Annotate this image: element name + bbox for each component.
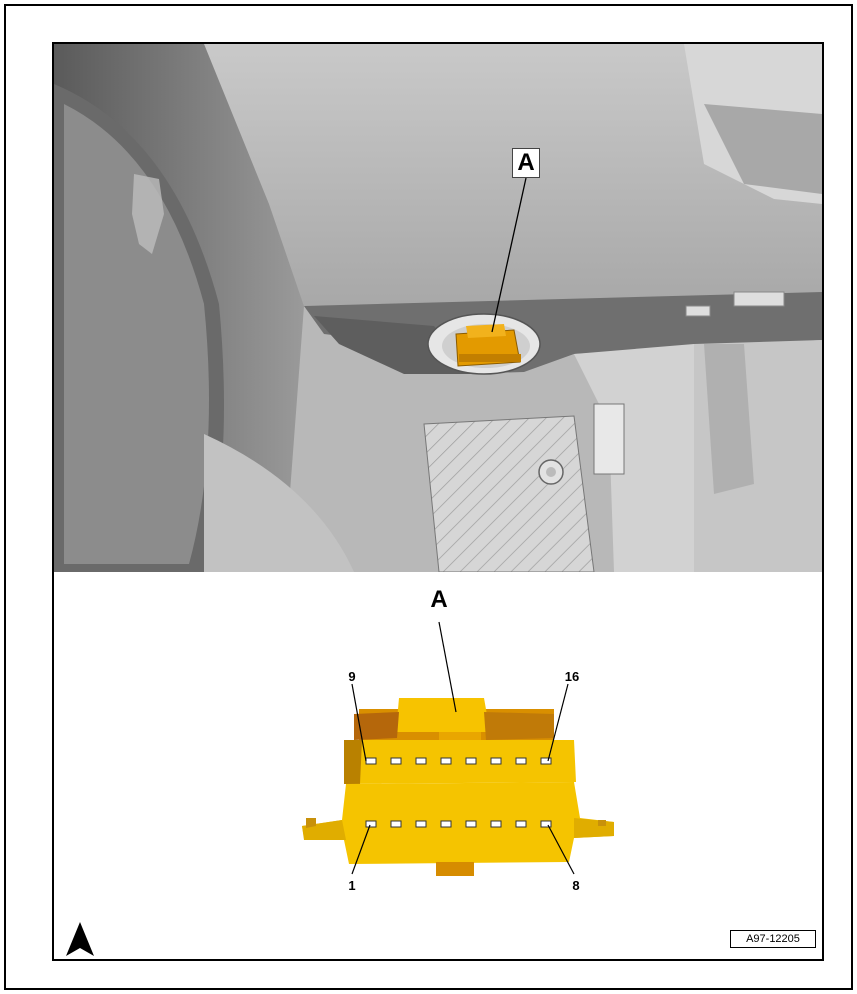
pin-label-1: 1 bbox=[348, 878, 356, 893]
connector-label-a: A bbox=[430, 586, 448, 613]
leader-pin-9 bbox=[351, 683, 367, 762]
vehicle-underdash-view: A bbox=[54, 44, 822, 572]
connector-detail-view: A bbox=[54, 572, 822, 959]
connector-latch bbox=[396, 698, 490, 732]
figure-frame: A A bbox=[52, 42, 824, 961]
pin-label-8: 8 bbox=[572, 878, 580, 893]
obd-connector-illustration bbox=[302, 621, 614, 876]
pin-row-bottom bbox=[365, 820, 552, 828]
connector-bottom-tab bbox=[436, 862, 474, 876]
connector-upper-body bbox=[344, 740, 576, 784]
pin-label-16: 16 bbox=[564, 669, 580, 684]
figure-reference-code: A97-12205 bbox=[730, 930, 816, 948]
page-border bbox=[4, 4, 853, 990]
pin-row-top bbox=[365, 757, 552, 765]
leader-a bbox=[438, 621, 457, 713]
connector-lower-body bbox=[302, 782, 614, 864]
pin-label-9: 9 bbox=[348, 669, 356, 684]
leader-pin-1 bbox=[351, 824, 371, 875]
leader-pin-16 bbox=[547, 683, 569, 762]
callout-label-a: A bbox=[512, 148, 540, 178]
underdash-illustration bbox=[54, 44, 822, 572]
leader-pin-8 bbox=[547, 824, 575, 875]
orientation-arrow-icon bbox=[66, 922, 94, 956]
